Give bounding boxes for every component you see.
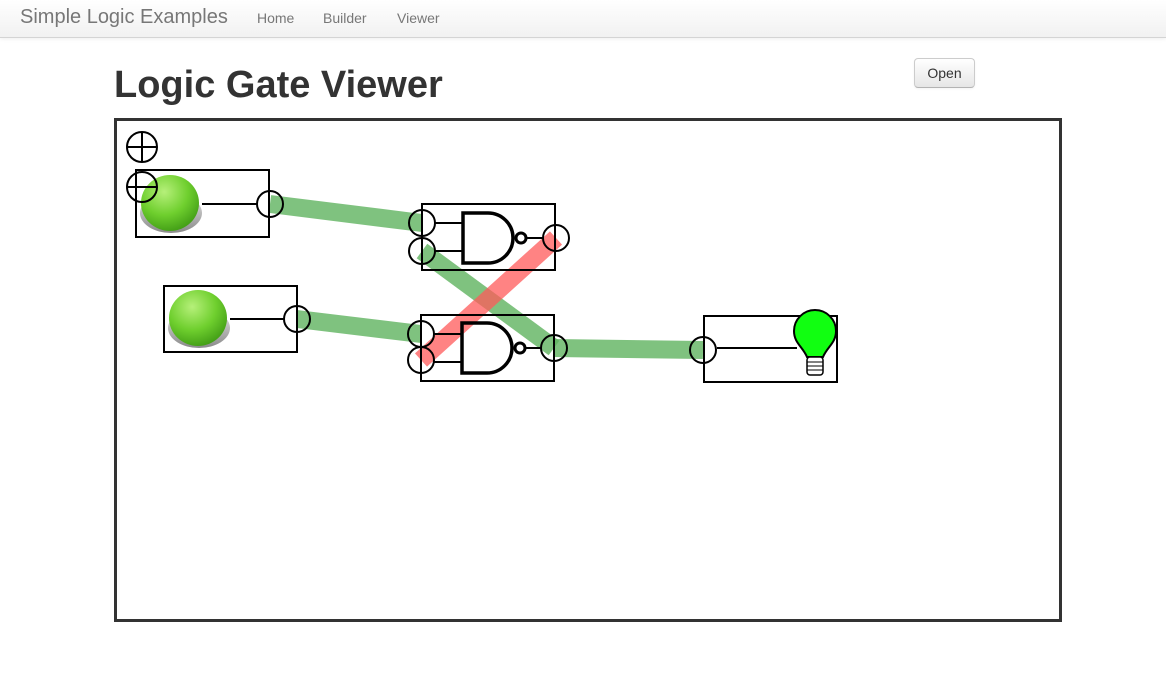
logic-canvas[interactable] [114,118,1062,622]
logic-canvas-svg[interactable] [117,121,1059,619]
nand-gate-icon [460,321,514,375]
push-button-icon[interactable] [169,290,227,346]
page-title: Logic Gate Viewer [114,64,443,106]
wire-button2-to-gate2-in1 [295,310,423,343]
input-port-circle[interactable] [689,336,717,364]
output-port-circle[interactable] [542,224,570,252]
zoom-out-button[interactable] [126,171,158,203]
component-box [135,169,270,238]
output-port-circle[interactable] [540,334,568,362]
component-box [703,315,838,383]
nand-bubble [513,341,527,355]
navbar-brand[interactable]: Simple Logic Examples [20,6,228,28]
input-port-circle[interactable] [408,237,436,265]
input-port-circle[interactable] [408,209,436,237]
wire-gate1-out-to-gate2-in2 [414,231,563,367]
navbar: Simple Logic Examples Home Builder Viewe… [0,0,1166,38]
wire-gate2-out-to-bulb [553,339,704,359]
wires [268,195,704,367]
input-port-circle[interactable] [407,346,435,374]
nav-link-home[interactable]: Home [257,10,295,26]
output-bulb[interactable] [689,309,838,383]
output-port-circle[interactable] [256,190,284,218]
nand-bubble [514,231,528,245]
zoom-in-button[interactable] [126,131,158,163]
output-port-circle[interactable] [283,305,311,333]
nand-gate-1[interactable] [408,203,570,271]
input-button-1[interactable] [135,169,284,238]
light-bulb-icon [792,309,838,358]
component-box [163,285,298,353]
input-button-2[interactable] [163,285,311,353]
nav-link-viewer[interactable]: Viewer [397,10,440,26]
wire-button1-to-gate1-in1 [268,195,424,232]
nand-gate-2[interactable] [407,314,568,382]
nand-gate-icon [461,211,515,265]
push-button-icon[interactable] [141,175,199,231]
nav-link-builder[interactable]: Builder [323,10,367,26]
open-button[interactable]: Open [914,58,975,88]
